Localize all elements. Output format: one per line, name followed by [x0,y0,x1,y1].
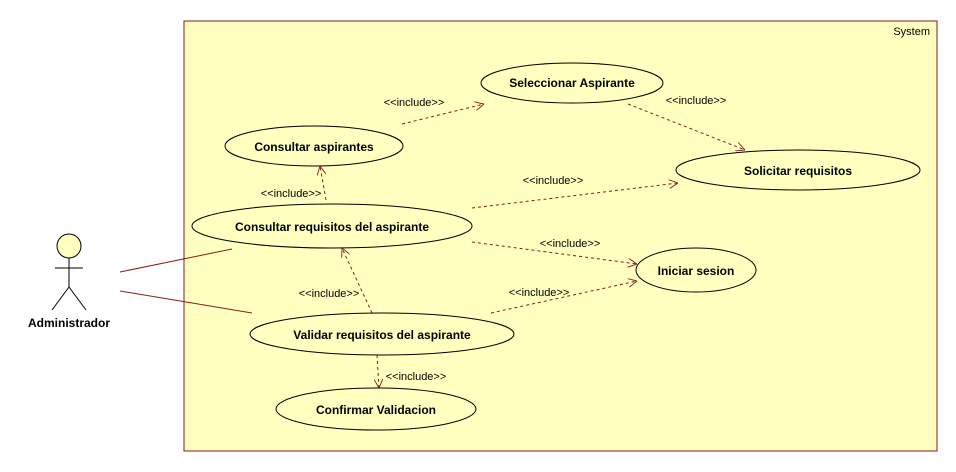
usecase-consultar-aspirantes[interactable]: Consultar aspirantes [224,125,404,167]
include-label: <<include>> [261,188,322,200]
usecase-confirmar-validacion[interactable]: Confirmar Validacion [275,387,477,431]
include-label: <<include>> [540,238,601,250]
actor-administrador[interactable]: Administrador [28,233,110,330]
usecase-label: Confirmar Validacion [316,403,436,417]
usecase-ellipse [249,312,515,356]
include-label: <<include>> [509,287,570,299]
usecase-ellipse [675,149,921,191]
actor-head [56,233,82,259]
usecase-seleccionar-aspirante[interactable]: Seleccionar Aspirante [480,62,664,104]
system-label: System [893,26,930,38]
include-arrow-consultar-requisitos-to-solicitar [471,183,678,209]
usecase-ellipse [275,387,477,431]
usecase-ellipse [191,203,473,249]
actor-left-leg [51,286,70,311]
usecase-label: Consultar aspirantes [254,140,374,154]
usecase-label: Solicitar requisitos [744,164,852,178]
actor-right-leg [68,286,87,311]
include-label: <<include>> [523,175,584,187]
usecase-ellipse [224,125,404,167]
usecase-ellipse [480,62,664,104]
include-arrow-consultar-to-seleccionar [401,104,484,125]
include-label: <<include>> [666,95,727,107]
usecase-consultar-requisitos-del-aspirante[interactable]: Consultar requisitos del aspirante [191,203,473,249]
usecase-label: Validar requisitos del aspirante [293,328,471,342]
include-arrow-consultar-requisitos-to-iniciar [471,241,637,264]
usecase-validar-requisitos-del-aspirante[interactable]: Validar requisitos del aspirante [249,312,515,356]
include-arrow-seleccionar-to-solicitar [627,103,745,150]
usecase-label: Seleccionar Aspirante [509,76,635,90]
association-consultar-requisitos [119,248,233,273]
usecase-label: Consultar requisitos del aspirante [235,220,429,234]
usecase-ellipse [635,247,757,293]
actor-label: Administrador [28,316,110,330]
include-arrow-validar-to-iniciar [490,281,637,314]
association-validar-requisitos [119,290,253,314]
include-label: <<include>> [384,97,445,109]
include-label: <<include>> [386,371,447,383]
usecase-label: Iniciar sesion [658,264,735,278]
include-label: <<include>> [299,288,360,300]
usecase-solicitar-requisitos[interactable]: Solicitar requisitos [675,149,921,191]
usecase-iniciar-sesion[interactable]: Iniciar sesion [635,247,757,293]
